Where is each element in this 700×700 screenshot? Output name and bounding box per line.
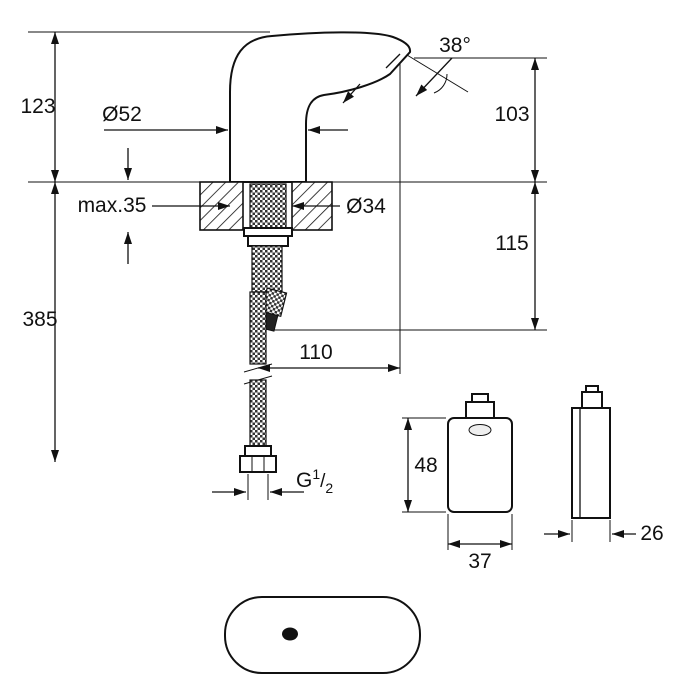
dim-label-dia34: Ø34 — [346, 195, 386, 218]
dim-label-dia52: Ø52 — [102, 103, 142, 126]
dimension-dia52: Ø52 — [102, 103, 348, 134]
dimension-115: 115 — [495, 182, 539, 330]
mounting-washer — [243, 227, 293, 237]
annotation-38deg: 38° — [406, 34, 471, 97]
dimension-103: 103 — [494, 58, 539, 182]
dim-label-26: 26 — [640, 522, 663, 545]
plug-connector-side — [581, 391, 603, 409]
dim-label-115: 115 — [495, 232, 528, 255]
hose-bundle — [251, 245, 283, 293]
base-top-view — [224, 596, 421, 674]
dim-label-103: 103 — [494, 103, 529, 126]
hose-nut — [239, 455, 277, 473]
dimension-385: 385 — [22, 182, 59, 462]
dimension-max35: max.35 — [78, 148, 230, 264]
control-box-side — [571, 385, 611, 519]
dim-label-48: 48 — [414, 454, 437, 477]
threaded-shank — [249, 183, 287, 229]
supply-hose-assembly — [239, 183, 293, 473]
dim-label-385: 385 — [22, 308, 57, 331]
outlet-direction-arrow — [342, 83, 361, 104]
hose-collar — [244, 445, 272, 457]
dimension-dia34: Ø34 — [292, 195, 386, 218]
dimension-123: 123 — [20, 32, 59, 182]
plug-connector — [465, 401, 495, 419]
brand-badge — [468, 424, 492, 436]
dim-label-max35: max.35 — [78, 194, 147, 217]
hose-lower — [249, 379, 267, 447]
control-box-front — [447, 393, 513, 513]
sensor-dot — [282, 627, 298, 641]
dim-label-g12: G1/2 — [296, 466, 333, 496]
dimension-110: 110 — [258, 341, 400, 372]
dim-label-38deg: 38° — [439, 34, 471, 57]
dimension-48: 48 — [402, 417, 446, 513]
faucet-body — [229, 31, 412, 183]
hose-upper — [249, 291, 267, 365]
dim-label-123: 123 — [20, 95, 55, 118]
extension-lines — [28, 31, 547, 374]
sensor-window-line — [385, 53, 401, 69]
dim-label-37: 37 — [468, 550, 491, 573]
dim-label-110: 110 — [299, 341, 332, 364]
dimension-g12: G1/2 — [212, 466, 333, 500]
mounting-nut — [247, 235, 289, 247]
dimension-37: 37 — [447, 514, 513, 573]
dimension-26: 26 — [544, 520, 664, 545]
